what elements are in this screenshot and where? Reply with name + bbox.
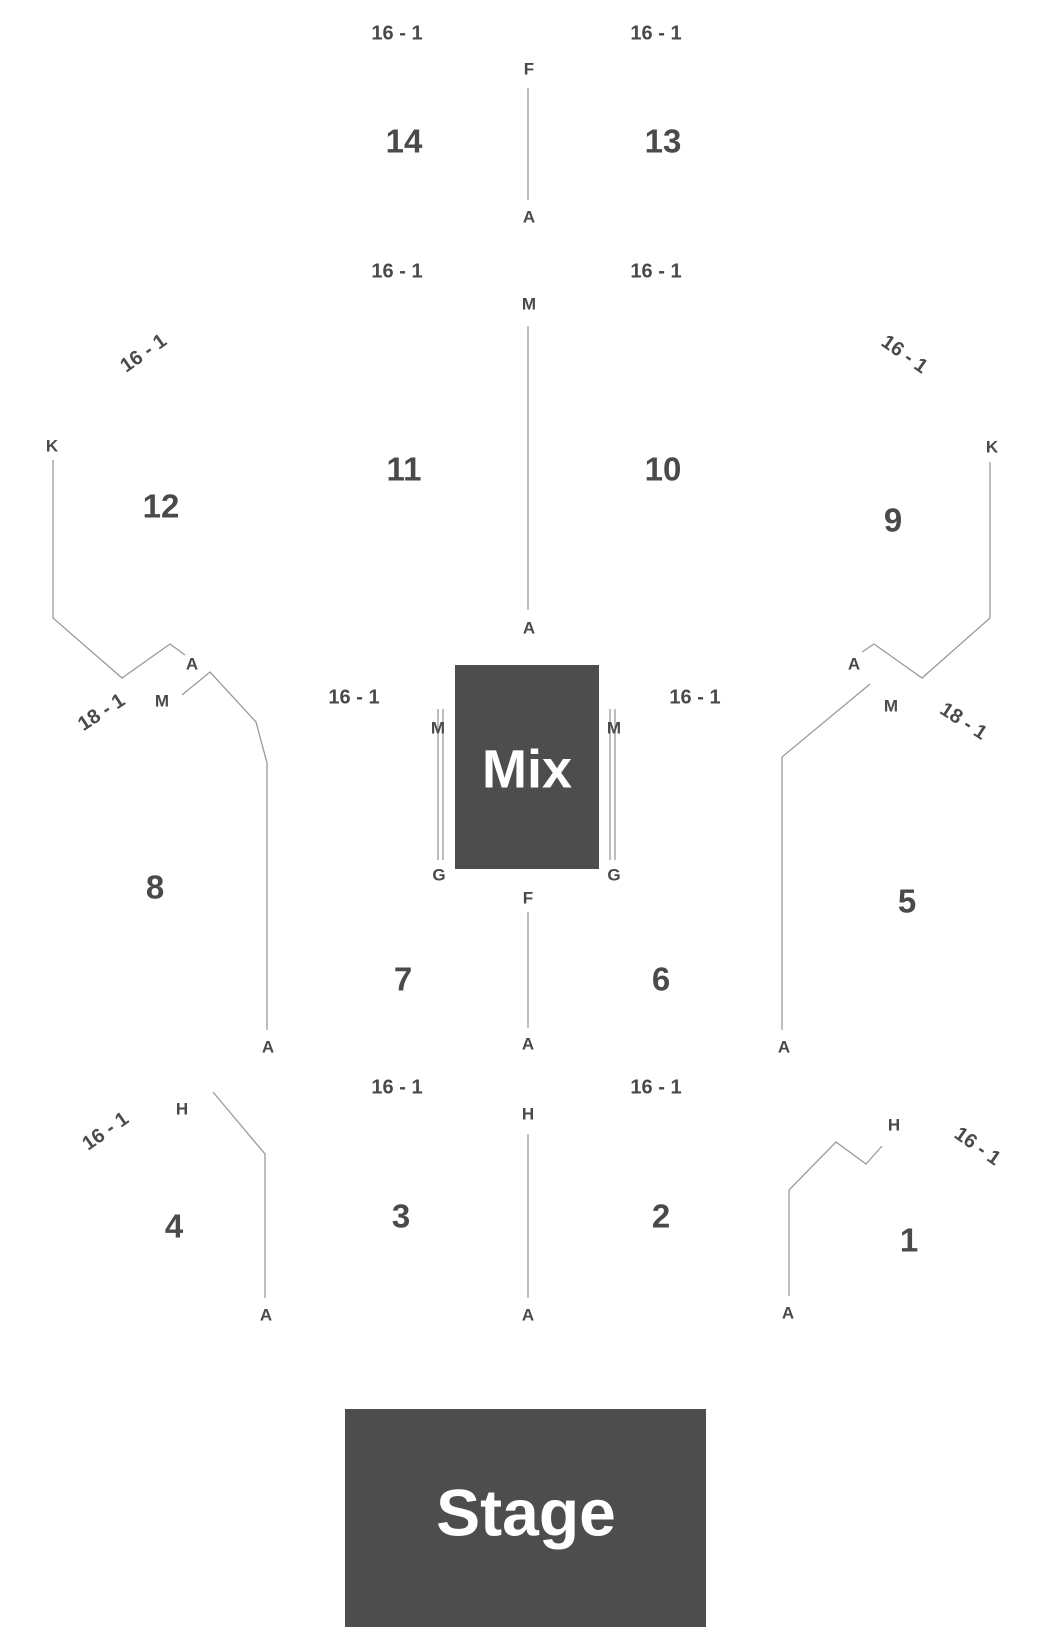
row-s12-back: A — [186, 654, 198, 673]
row-s9-front: K — [986, 437, 999, 456]
aisle-12-8-left — [52, 460, 186, 679]
row-mid-front: M — [522, 294, 536, 313]
stage-block — [345, 1409, 706, 1627]
mix-booth[interactable]: Mix — [455, 665, 599, 869]
section-6[interactable]: 6 — [652, 961, 670, 998]
section-2[interactable]: 2 — [652, 1198, 670, 1235]
range-s7: 16 - 1 — [328, 686, 379, 708]
row-s12-front: K — [46, 436, 59, 455]
section-12[interactable]: 12 — [143, 488, 180, 525]
row-top-front: F — [524, 59, 534, 78]
aisle-4-3 — [212, 1091, 266, 1298]
row-s5-front: M — [884, 696, 898, 715]
range-s4: 16 - 1 — [78, 1108, 133, 1155]
row-top-back: A — [523, 207, 535, 226]
aisle-5-right — [781, 683, 871, 1030]
row-s9-back: A — [848, 654, 860, 673]
row-s1-front: H — [888, 1115, 900, 1134]
section-numbers: 14 13 11 10 12 9 8 5 7 6 4 3 2 1 — [143, 123, 919, 1259]
seat-ranges: 16 - 1 16 - 1 16 - 1 16 - 1 16 - 1 16 - … — [74, 22, 1005, 1170]
row-mix-left-back: G — [432, 865, 445, 884]
range-s10: 16 - 1 — [630, 260, 681, 282]
row-s8-front: M — [155, 691, 169, 710]
row-mix-bottom-front: F — [523, 888, 533, 907]
range-s8: 18 - 1 — [74, 689, 129, 735]
row-mix-left-front: M — [431, 718, 445, 737]
section-11[interactable]: 11 — [387, 451, 422, 488]
row-s8-back: A — [262, 1037, 274, 1056]
row-s5-back: A — [778, 1037, 790, 1056]
aisle-2-1 — [788, 1141, 883, 1296]
section-5[interactable]: 5 — [898, 883, 916, 920]
range-s2: 16 - 1 — [630, 1076, 681, 1098]
stage[interactable]: Stage — [345, 1409, 706, 1627]
mix-block — [455, 665, 599, 869]
range-s5: 18 - 1 — [936, 698, 991, 744]
row-s23-front: H — [522, 1104, 534, 1123]
section-13[interactable]: 13 — [645, 123, 682, 160]
range-s1: 16 - 1 — [950, 1123, 1005, 1170]
row-letters: F A M A K A K A M A M A M G M G F A H A … — [46, 59, 999, 1324]
row-mix-right-back: G — [607, 865, 620, 884]
range-s13: 16 - 1 — [630, 22, 681, 44]
section-1[interactable]: 1 — [900, 1222, 918, 1259]
aisle-lines — [52, 88, 991, 1298]
row-mix-right-front: M — [607, 718, 621, 737]
row-mix-bottom-back: A — [522, 1034, 534, 1053]
range-s6: 16 - 1 — [669, 686, 720, 708]
range-s14: 16 - 1 — [371, 22, 422, 44]
section-10[interactable]: 10 — [645, 451, 682, 488]
range-s12: 16 - 1 — [116, 330, 171, 377]
range-s9: 16 - 1 — [877, 331, 932, 378]
section-4[interactable]: 4 — [165, 1208, 184, 1245]
row-s4-back: A — [260, 1305, 272, 1324]
stage-label: Stage — [436, 1475, 616, 1549]
section-8[interactable]: 8 — [146, 869, 164, 906]
row-mid-back: A — [523, 618, 535, 637]
section-14[interactable]: 14 — [386, 123, 423, 160]
section-3[interactable]: 3 — [392, 1198, 410, 1235]
section-9[interactable]: 9 — [884, 502, 902, 539]
range-s11: 16 - 1 — [371, 260, 422, 282]
mix-label: Mix — [482, 739, 572, 799]
row-s4-front: H — [176, 1099, 188, 1118]
range-s3: 16 - 1 — [371, 1076, 422, 1098]
aisle-9-5-right — [861, 462, 991, 679]
section-7[interactable]: 7 — [394, 961, 412, 998]
row-s23-back: A — [522, 1305, 534, 1324]
aisle-8-left — [181, 671, 268, 1030]
row-s1-back: A — [782, 1303, 794, 1322]
